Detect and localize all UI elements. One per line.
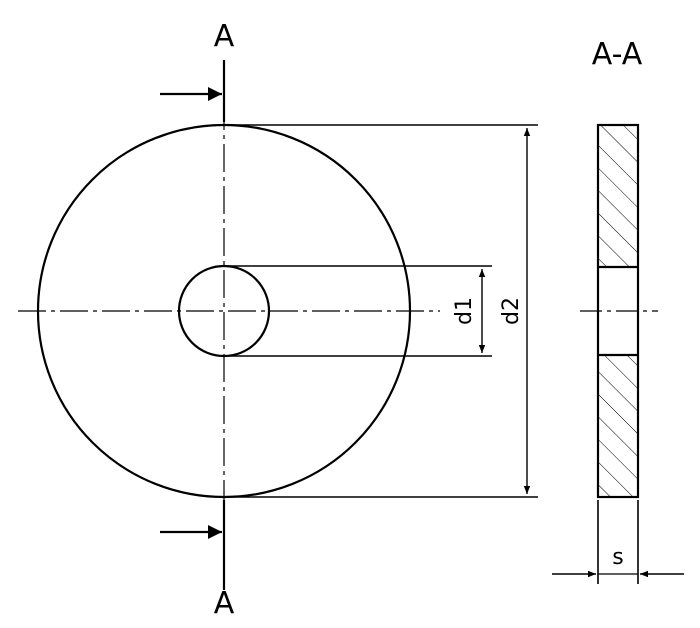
section-label-bottom: A	[214, 586, 235, 621]
d1-dimension: d1	[224, 265, 492, 357]
s-label: s	[612, 545, 623, 570]
hatch-bottom	[598, 355, 638, 497]
d2-label: d2	[499, 297, 524, 325]
front-view	[18, 60, 440, 590]
section-view	[580, 123, 658, 499]
d1-label: d1	[452, 297, 477, 325]
section-label-top: A	[214, 19, 235, 54]
s-dimension: s	[552, 500, 684, 584]
d2-dimension: d2	[224, 124, 538, 498]
hatch-top	[598, 125, 638, 267]
section-view-title: A-A	[592, 37, 643, 72]
